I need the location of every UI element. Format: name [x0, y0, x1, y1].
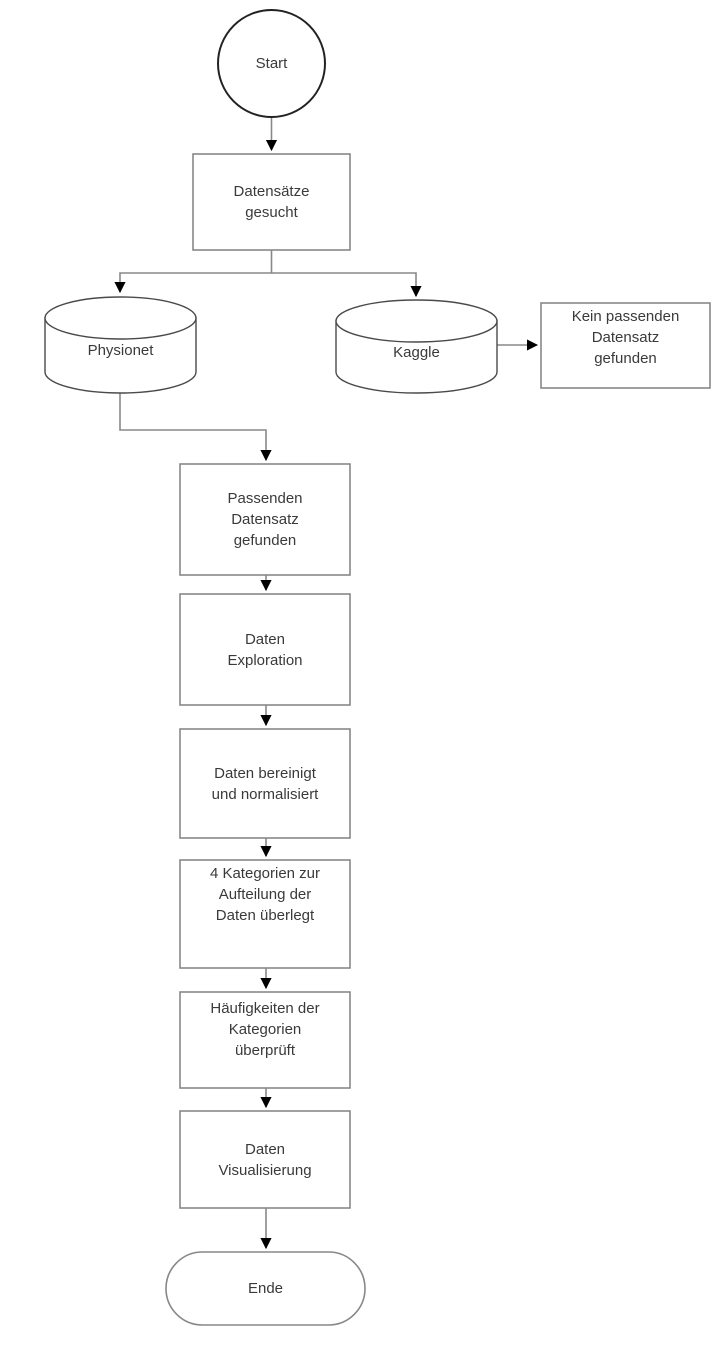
node-shape-daten-bereinigt[interactable] — [179, 728, 351, 839]
node-shape-passenden-gefunden[interactable] — [179, 463, 351, 576]
node-shape-daten-exploration[interactable] — [179, 593, 351, 706]
edge-datensaetze-to-kaggle — [271, 272, 422, 298]
edge-layer — [114, 117, 539, 1250]
edge-datensaetze-to-physionet — [114, 250, 273, 294]
node-shape-ende[interactable] — [165, 1251, 366, 1326]
node-shape-datensaetze-gesucht[interactable] — [192, 153, 351, 251]
node-shape-kaggle[interactable] — [335, 299, 498, 394]
node-shape-daten-visualisierung[interactable] — [179, 1110, 351, 1209]
edge-physionet-to-passenden — [119, 393, 272, 462]
node-shape-start[interactable] — [217, 9, 326, 118]
node-shape-haeufigkeiten[interactable] — [179, 991, 351, 1089]
node-shape-kein-passender[interactable] — [540, 302, 711, 389]
node-shape-kategorien-ueberlegt[interactable] — [179, 859, 351, 969]
node-shape-physionet[interactable] — [44, 296, 197, 394]
